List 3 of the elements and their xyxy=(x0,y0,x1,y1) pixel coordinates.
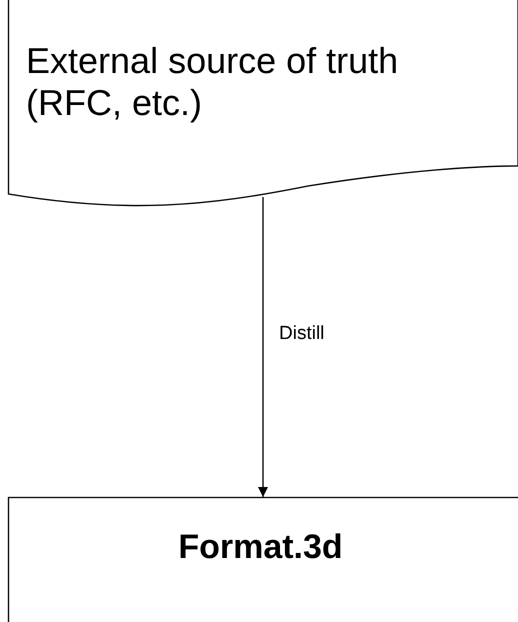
box-title: Format.3d xyxy=(177,527,344,568)
arrow xyxy=(258,197,268,497)
document-text: External source of truth (RFC, etc.) xyxy=(26,40,400,125)
